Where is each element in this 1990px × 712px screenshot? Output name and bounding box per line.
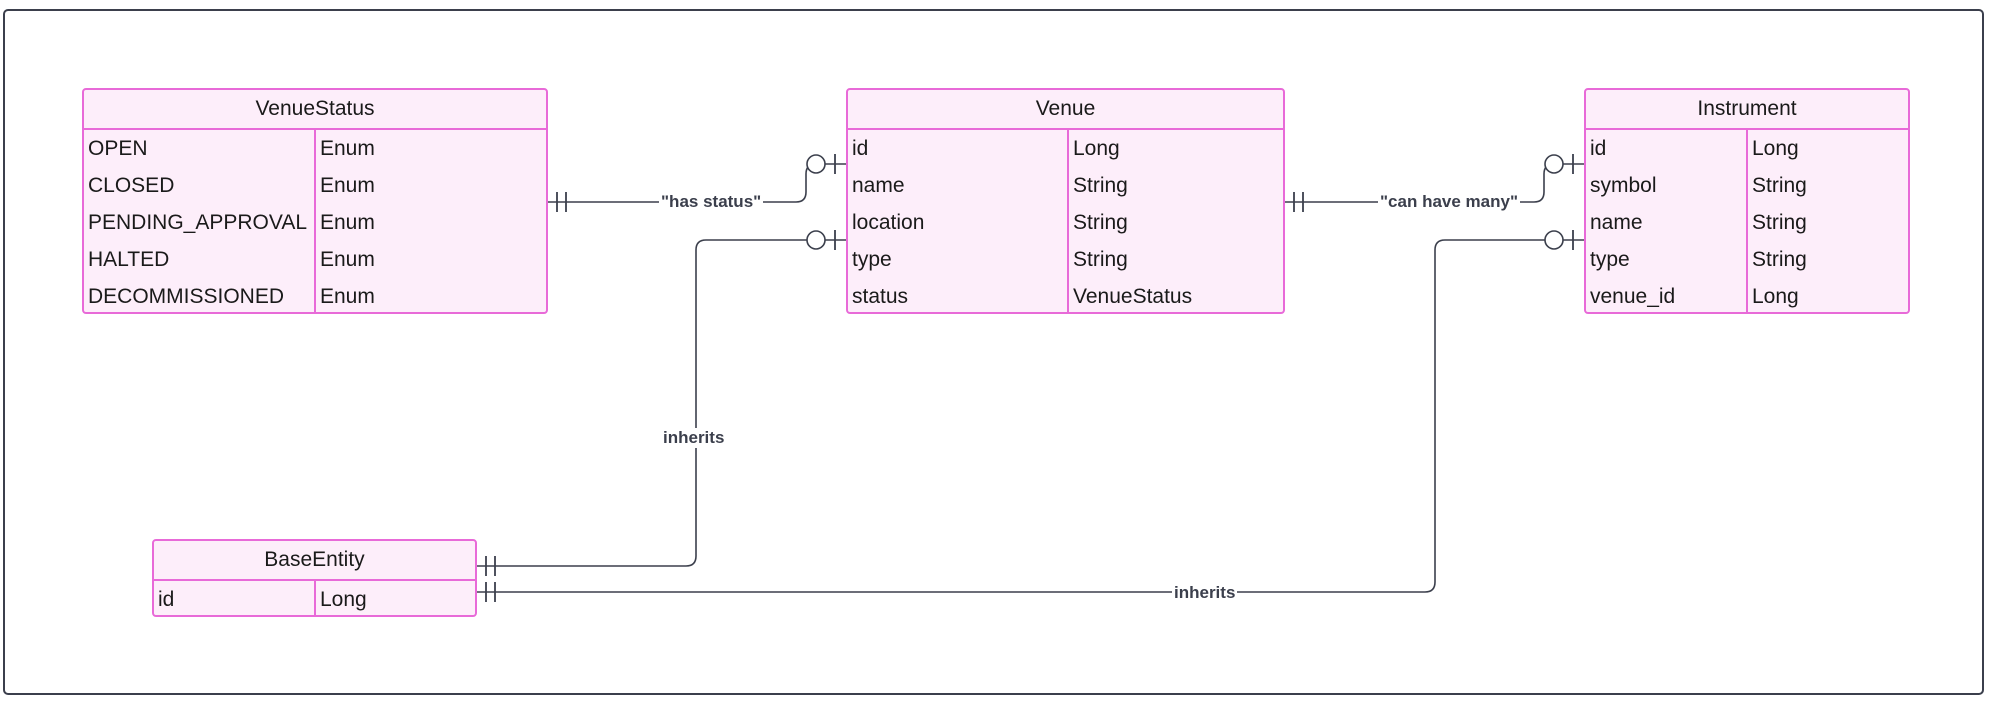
- field-name: location: [848, 204, 1069, 241]
- field-name: venue_id: [1586, 278, 1748, 312]
- field-name: id: [154, 581, 316, 615]
- field-type: Enum: [320, 137, 375, 160]
- field-type: Long: [1752, 137, 1799, 160]
- field-type: String: [1073, 248, 1128, 271]
- field-name: CLOSED: [84, 167, 316, 204]
- entity-title: Instrument: [1586, 90, 1908, 130]
- field-type: String: [1752, 211, 1807, 234]
- field-type: String: [1073, 174, 1128, 197]
- field-name: name: [1586, 204, 1748, 241]
- field-name: HALTED: [84, 241, 316, 278]
- field-type: Long: [320, 588, 367, 611]
- field-name: DECOMMISSIONED: [84, 278, 316, 312]
- field-type: Enum: [320, 285, 375, 308]
- field-type: String: [1752, 174, 1807, 197]
- field-type: String: [1752, 248, 1807, 271]
- entity-title: BaseEntity: [154, 541, 475, 581]
- field-name: OPEN: [84, 130, 316, 167]
- field-name: type: [1586, 241, 1748, 278]
- edge-inherits-venue: [477, 230, 846, 576]
- edge-has-status: [548, 154, 846, 212]
- inherits-instrument-label: inherits: [1172, 583, 1238, 603]
- field-name: PENDING_APPROVAL: [84, 204, 316, 241]
- field-type: Long: [1752, 285, 1799, 308]
- field-name: type: [848, 241, 1069, 278]
- field-type: VenueStatus: [1073, 285, 1193, 308]
- entity-title: Venue: [848, 90, 1283, 130]
- entity-title: VenueStatus: [84, 90, 546, 130]
- field-name: status: [848, 278, 1069, 312]
- field-name: symbol: [1586, 167, 1748, 204]
- has-status-label: "has status": [659, 192, 764, 212]
- edge-inherits-instrument: [477, 230, 1584, 602]
- field-name: id: [1586, 130, 1748, 167]
- field-type: Long: [1073, 137, 1120, 160]
- field-type: String: [1073, 211, 1128, 234]
- inherits-venue-label: inherits: [661, 428, 727, 448]
- edge-can-have-many: [1285, 154, 1584, 212]
- field-name: id: [848, 130, 1069, 167]
- can-have-many-label: "can have many": [1378, 192, 1521, 212]
- field-type: Enum: [320, 248, 375, 271]
- field-type: Enum: [320, 211, 375, 234]
- field-name: name: [848, 167, 1069, 204]
- field-type: Enum: [320, 174, 375, 197]
